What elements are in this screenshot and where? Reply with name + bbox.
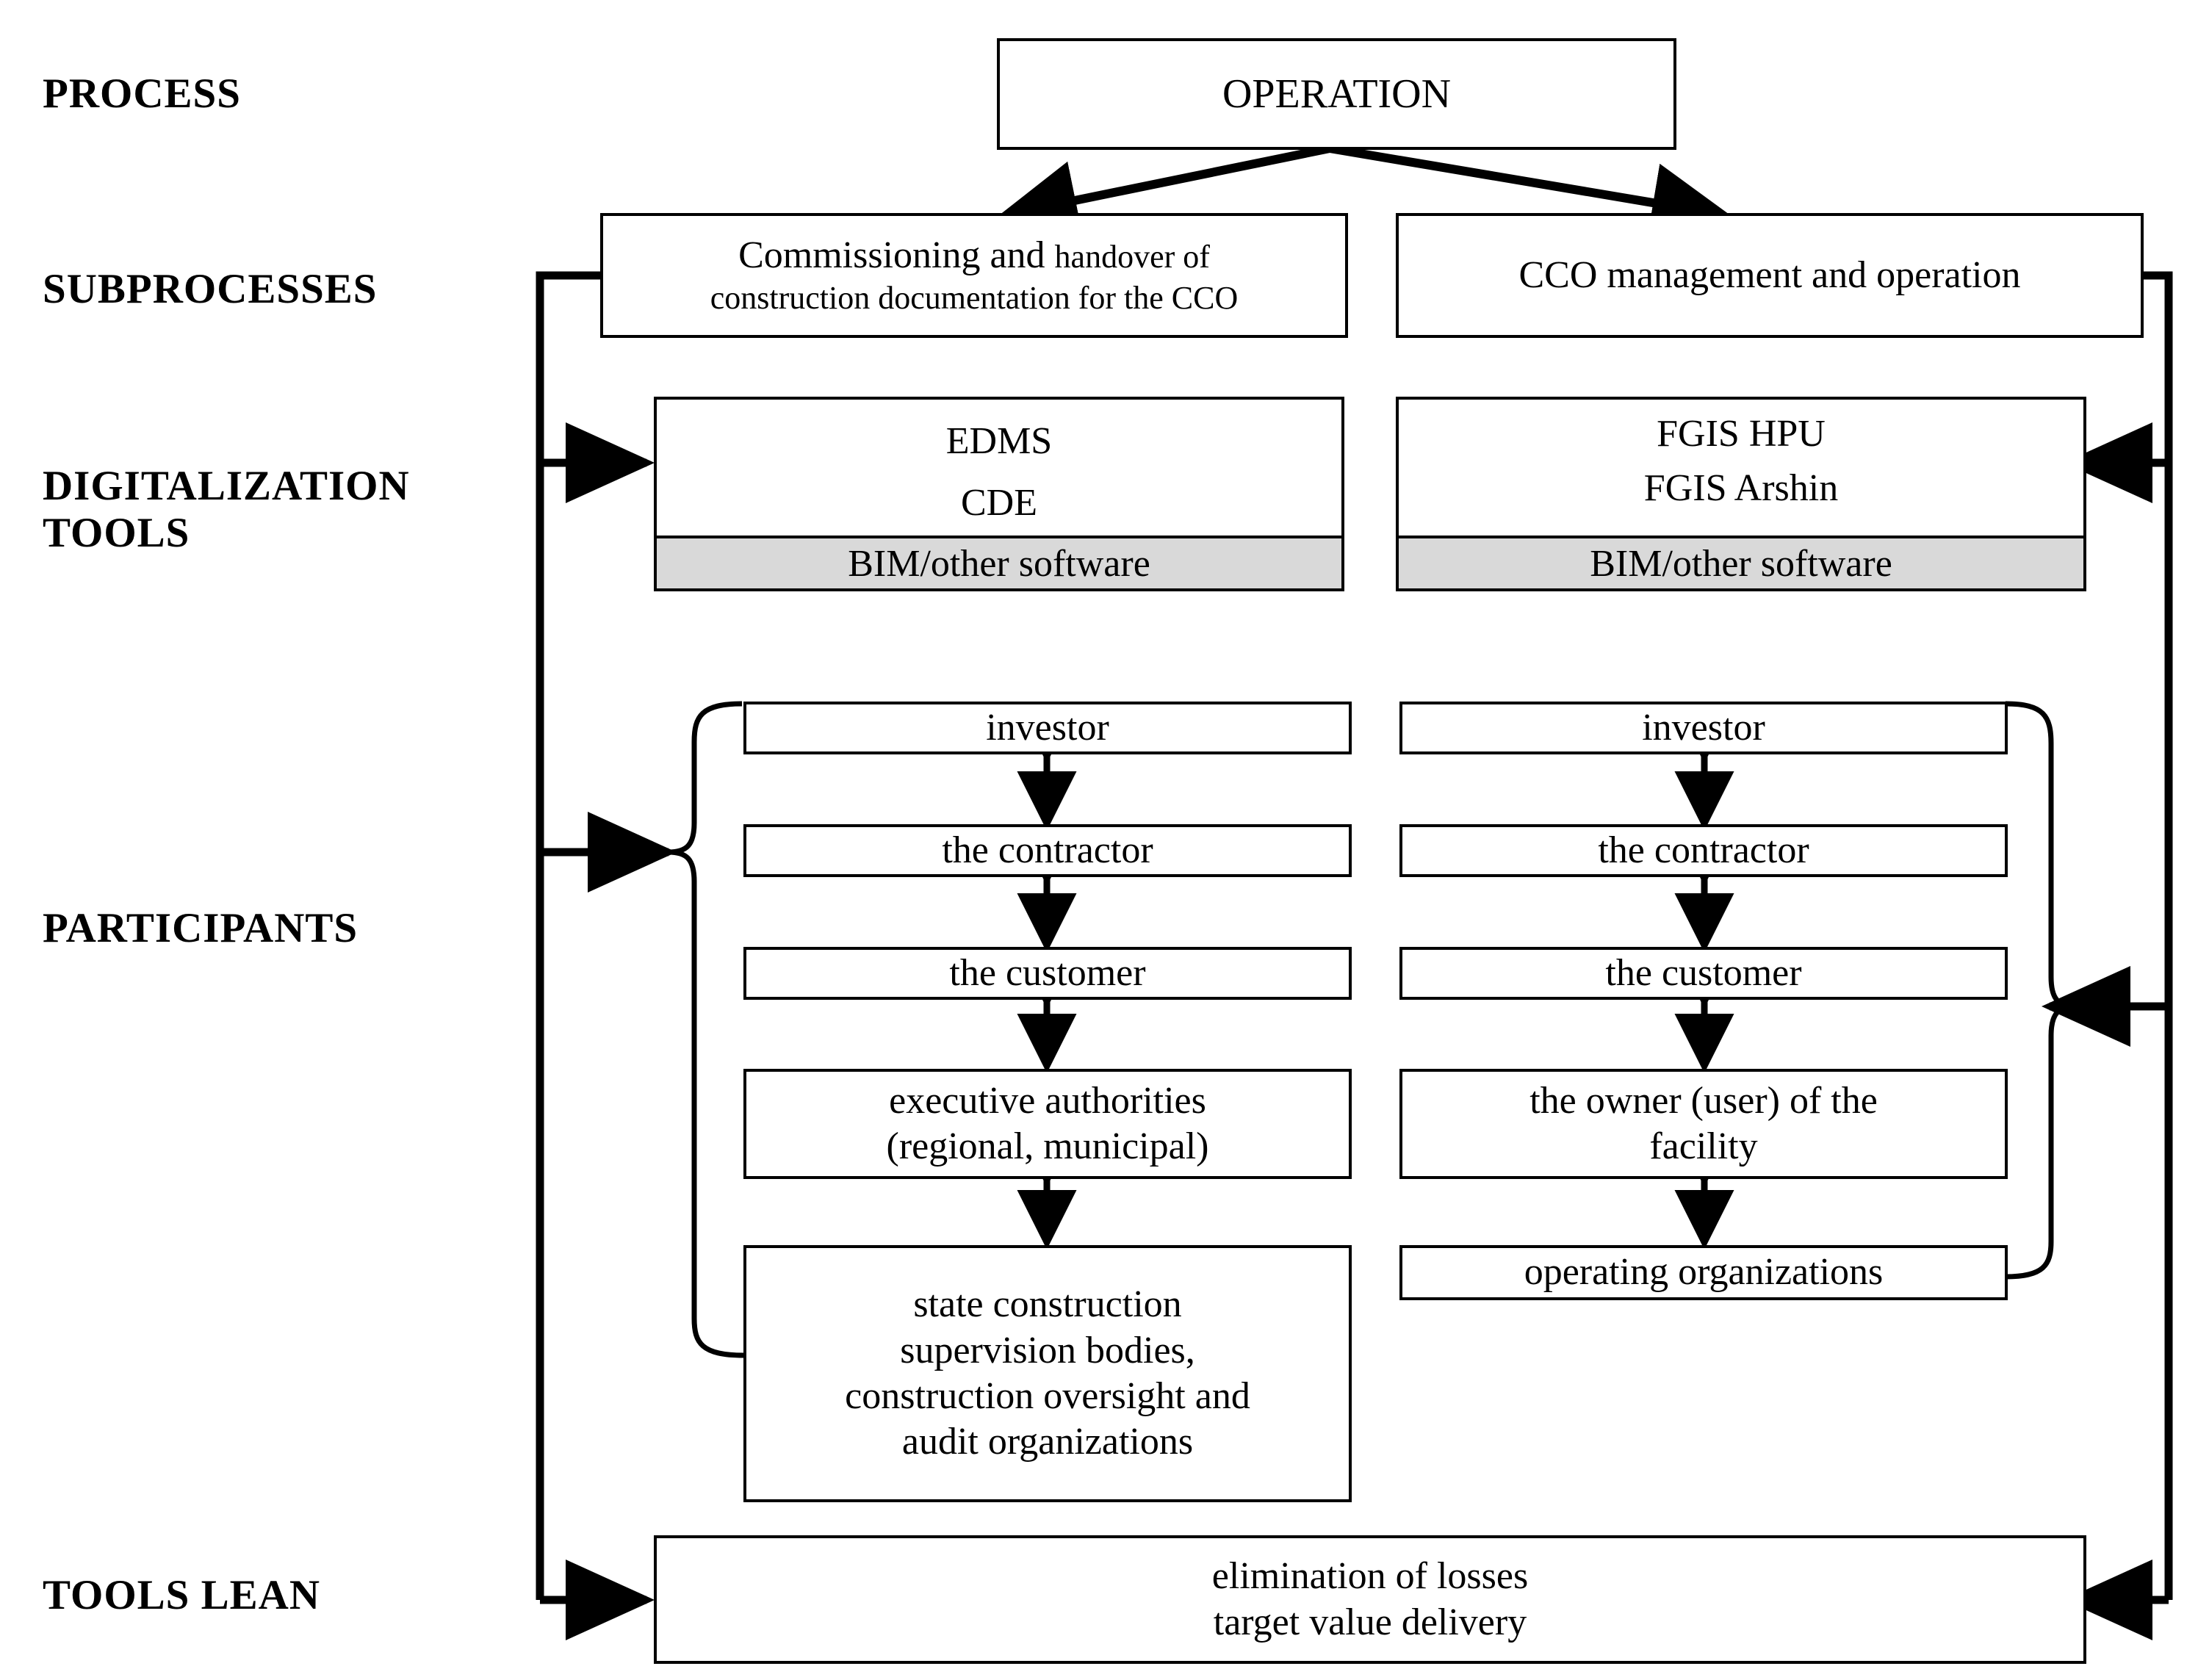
subprocess-left-line2: construction documentation for the CCO [710, 279, 1239, 316]
participant-right-contractor-label: the contractor [1598, 829, 1809, 871]
digitalization-left-band[interactable]: BIM/other software [657, 536, 1341, 588]
participant-right-operating-organizations-label: operating organizations [1524, 1251, 1884, 1294]
process-operation-box[interactable]: OPERATION [997, 38, 1676, 150]
participant-left-executive-authorities-line1: executive authorities [889, 1079, 1206, 1122]
participant-left-state-supervision-line4: audit organizations [901, 1421, 1194, 1463]
digitalization-right-item-2: FGIS Arshin [1643, 467, 1839, 510]
digitalization-left-item-1: EDMS [945, 420, 1053, 462]
participant-right-owner-user-line2: facility [1649, 1125, 1758, 1167]
subprocess-left-line1: Commissioning and handover of [610, 233, 1338, 278]
digitalization-left-item-2: CDE [961, 482, 1037, 524]
digitalization-right-band[interactable]: BIM/other software [1399, 536, 2083, 588]
right-participants-brace [2005, 701, 2076, 1280]
operation-fanout-arrows [998, 144, 1732, 242]
digitalization-right-band-label: BIM/other software [1590, 542, 1892, 585]
tools-lean-box[interactable]: elimination of losses target value deliv… [654, 1535, 2086, 1664]
participant-right-owner-user[interactable]: the owner (user) of the facility [1399, 1069, 2008, 1179]
participant-left-state-supervision-line3: construction oversight and [845, 1375, 1250, 1417]
row-label-participants: PARTICIPANTS [43, 905, 358, 951]
participant-left-investor-label: investor [986, 706, 1109, 749]
participant-right-customer[interactable]: the customer [1399, 947, 2008, 1000]
participant-left-contractor[interactable]: the contractor [743, 824, 1352, 877]
digitalization-box-left[interactable]: EDMS CDE BIM/other software [654, 397, 1344, 591]
digitalization-box-right[interactable]: FGIS HPU FGIS Arshin BIM/other software [1396, 397, 2086, 591]
participant-left-contractor-label: the contractor [942, 829, 1153, 871]
row-label-tools-lean: TOOLS LEAN [43, 1572, 320, 1618]
participant-left-state-supervision-line2: supervision bodies, [900, 1329, 1195, 1371]
participant-left-executive-authorities-line2: (regional, municipal) [886, 1125, 1209, 1167]
subprocess-left-line1-main: Commissioning and [738, 234, 1045, 277]
participant-right-investor-label: investor [1642, 706, 1765, 749]
row-label-process: PROCESS [43, 71, 241, 117]
row-label-digitalization-tools: DIGITALIZATION TOOLS [43, 463, 410, 556]
subprocess-box-cco-management[interactable]: CCO management and operation [1396, 213, 2144, 338]
participant-left-state-supervision[interactable]: state construction supervision bodies, c… [743, 1245, 1352, 1502]
participant-left-state-supervision-line1: state construction [913, 1283, 1182, 1326]
subprocess-box-commissioning[interactable]: Commissioning and handover of constructi… [600, 213, 1348, 338]
participant-right-operating-organizations[interactable]: operating organizations [1399, 1245, 2008, 1300]
participant-right-customer-label: the customer [1605, 951, 1802, 994]
participant-right-contractor[interactable]: the contractor [1399, 824, 2008, 877]
digitalization-right-item-1: FGIS HPU [1657, 413, 1826, 455]
digitalization-left-band-label: BIM/other software [848, 542, 1150, 585]
participant-left-customer[interactable]: the customer [743, 947, 1352, 1000]
row-label-subprocesses: SUBPROCESSES [43, 266, 378, 312]
participant-left-customer-label: the customer [949, 951, 1146, 994]
subprocess-right-line1: CCO management and operation [1518, 253, 2021, 296]
process-operation-label: OPERATION [1222, 71, 1452, 117]
subprocess-left-line1-small: handover of [1054, 239, 1210, 275]
participant-left-executive-authorities[interactable]: executive authorities (regional, municip… [743, 1069, 1352, 1179]
left-feedback-bus [536, 271, 677, 1640]
participant-left-investor[interactable]: investor [743, 702, 1352, 754]
tools-lean-line2: target value delivery [1213, 1601, 1527, 1643]
participant-right-investor[interactable]: investor [1399, 702, 2008, 754]
tools-lean-line1: elimination of losses [1211, 1555, 1529, 1598]
left-participants-brace [668, 701, 744, 1358]
participant-right-owner-user-line1: the owner (user) of the [1529, 1079, 1878, 1122]
